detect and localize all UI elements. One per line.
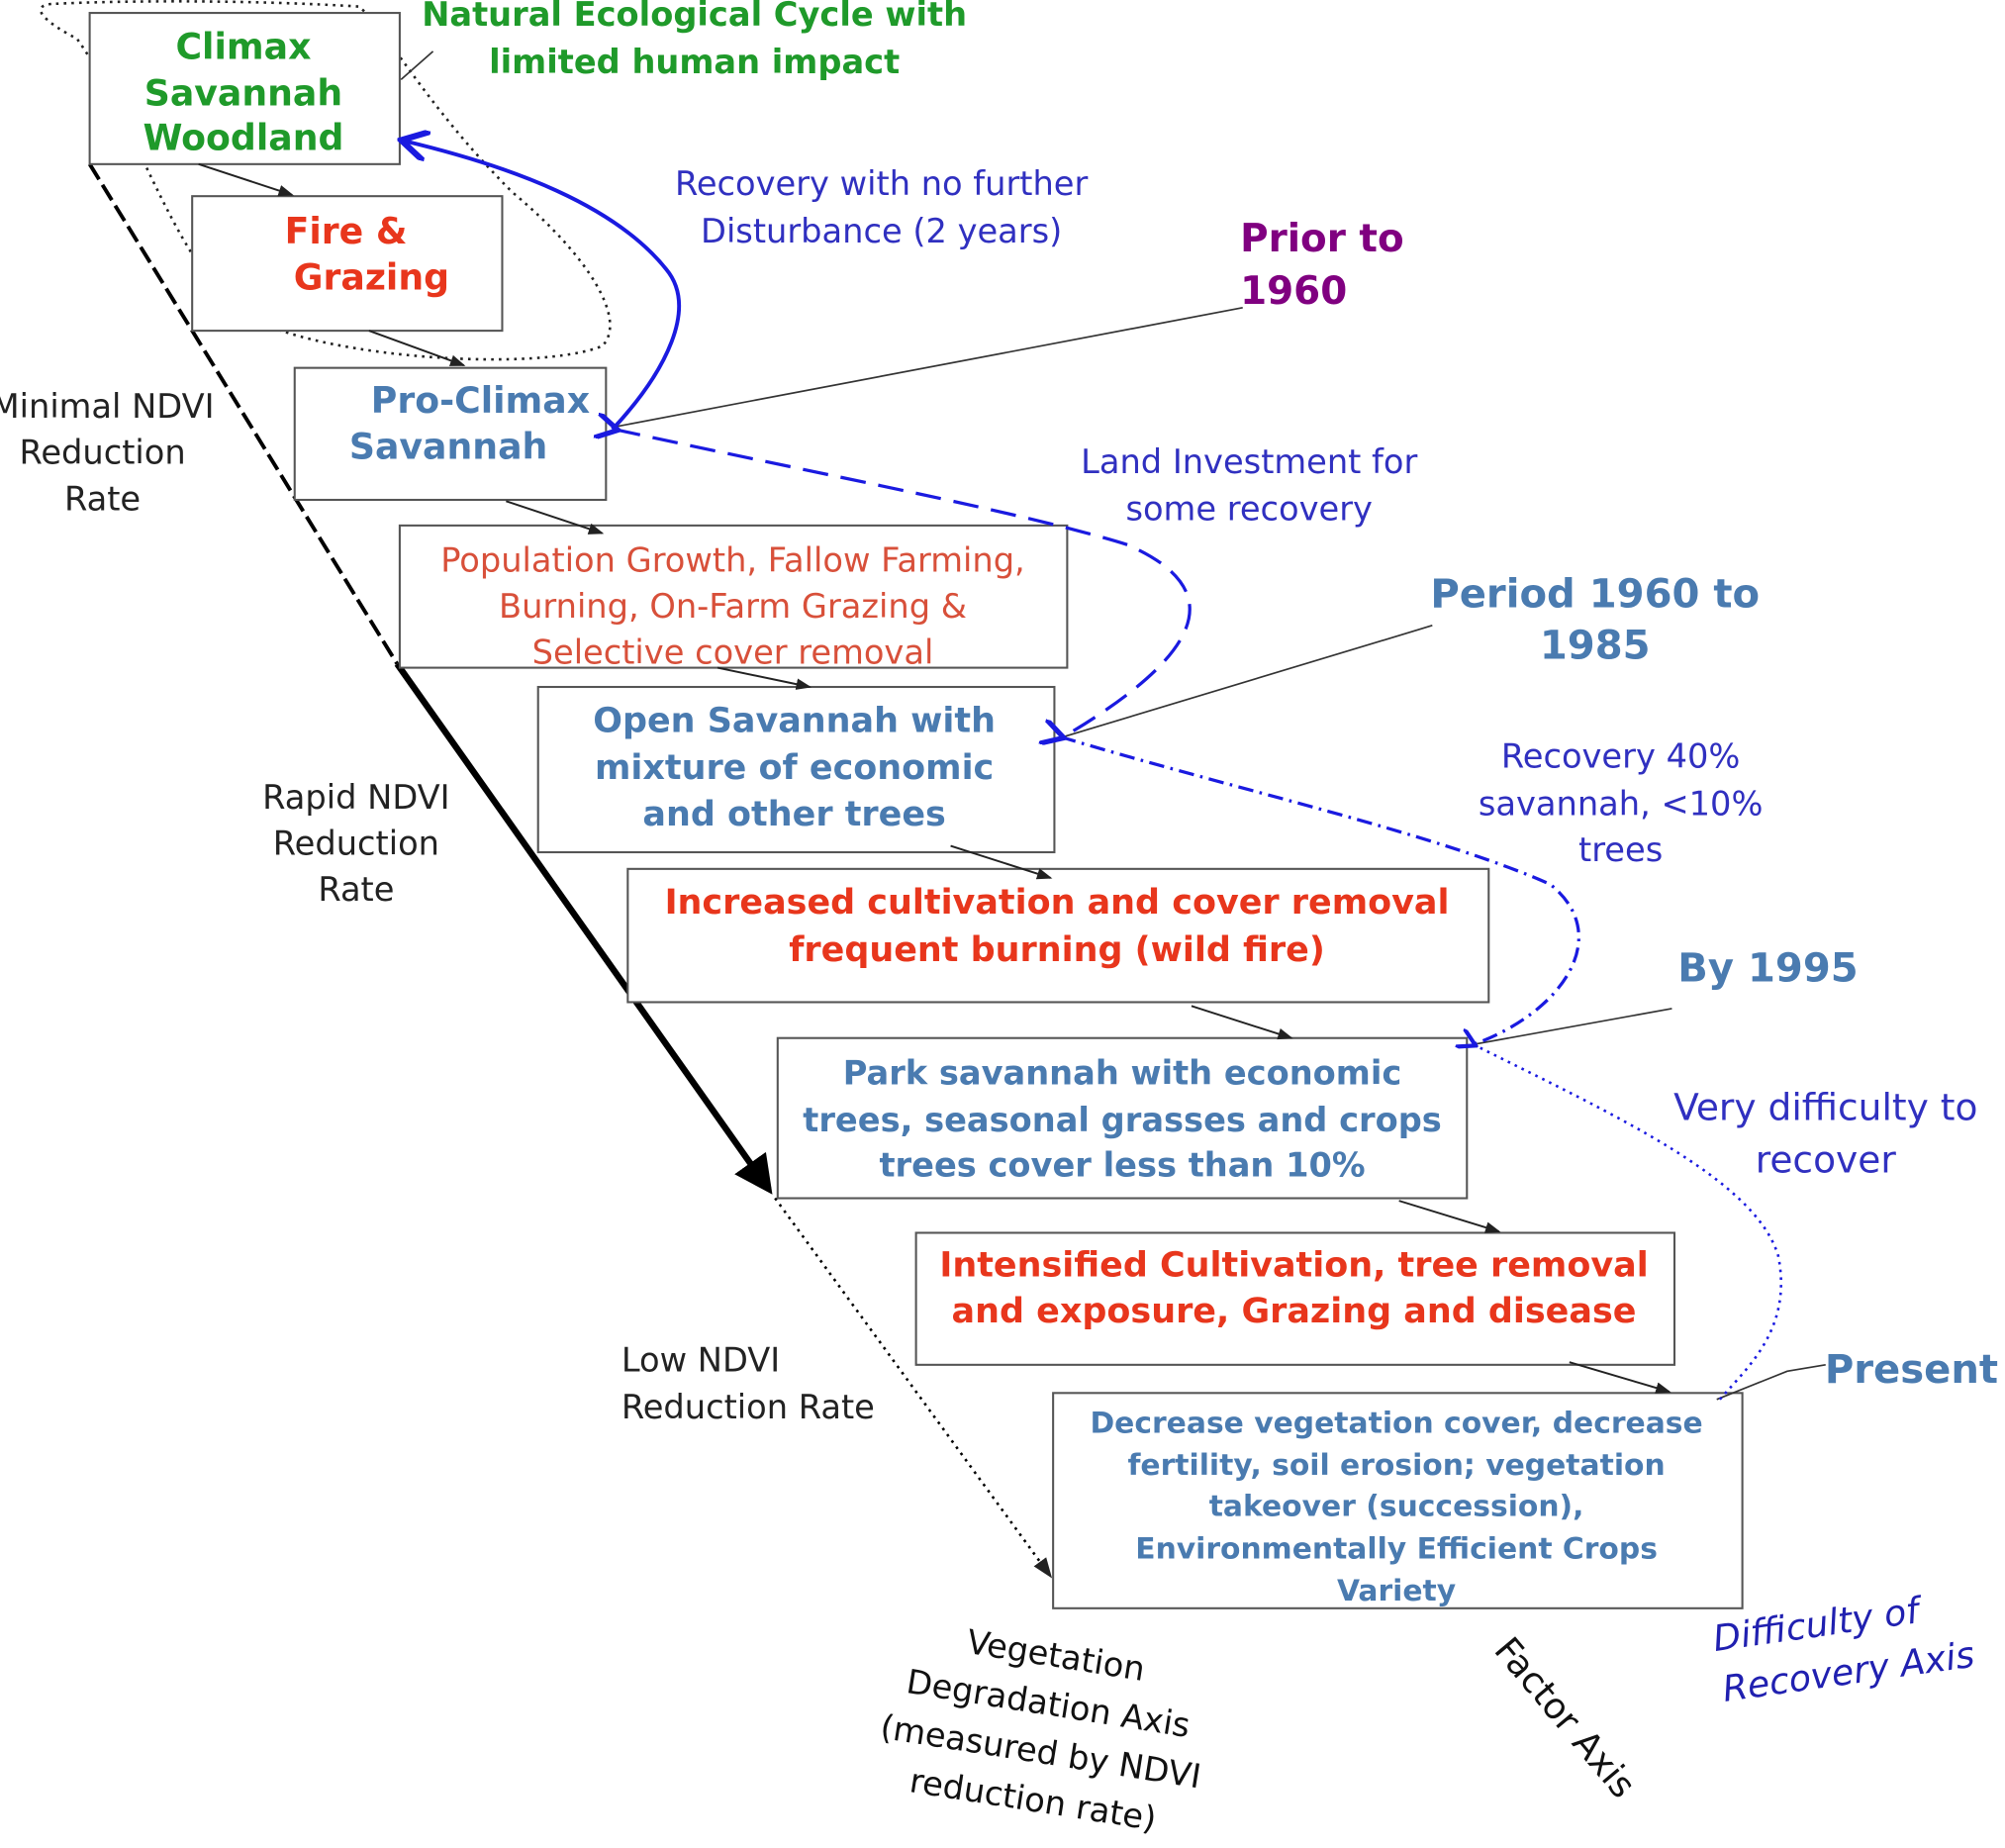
land-investment-label: some recovery (1125, 490, 1372, 529)
stage-text: Intensified Cultivation, tree removal (939, 1246, 1648, 1286)
stage-text: Grazing (294, 256, 449, 299)
by-1995-label: By 1995 (1677, 946, 1858, 992)
stage-text: mixture of economic (595, 748, 994, 788)
recovery-40-label: trees (1578, 830, 1663, 869)
factor-axis-label: Factor Axis (1486, 1629, 1645, 1806)
prior-1960-label: Prior to (1240, 217, 1404, 261)
stage-text: Variety (1337, 1574, 1456, 1608)
stage-text: Savannah (349, 426, 547, 468)
stage-box-population (398, 524, 1069, 669)
stage-text: frequent burning (wild fire) (789, 930, 1325, 970)
stage-text: Park savannah with economic (843, 1053, 1402, 1092)
period-label: 1985 (1540, 624, 1651, 669)
stage-text: Climax (175, 26, 311, 68)
stage-box-park-savannah (776, 1036, 1469, 1200)
minimal-ndvi-label: Rate (64, 479, 141, 518)
stage-box-increased-cultivation (626, 867, 1490, 1004)
stage-text: trees cover less than 10% (879, 1146, 1365, 1185)
stage-text: Pro-Climax (371, 379, 590, 422)
land-investment-label: Land Investment for (1081, 442, 1417, 481)
recovery-arrow-solid (405, 142, 682, 432)
recovery-40-label: savannah, <10% (1479, 784, 1764, 823)
stage-text: and other trees (642, 795, 945, 834)
stage-text: Woodland (143, 117, 343, 159)
low-ndvi-label: Low NDVI (621, 1340, 780, 1379)
stage-text: Selective cover removal (532, 633, 934, 672)
stage-text: Population Growth, Fallow Farming, (440, 540, 1025, 579)
low-rate-axis (774, 1197, 1053, 1579)
present-label: Present (1825, 1347, 1998, 1393)
pointer-lines (400, 50, 1826, 1401)
natural-cycle-label: Natural Ecological Cycle with (422, 0, 967, 34)
stage-text: and exposure, Grazing and disease (952, 1292, 1637, 1331)
minimal-ndvi-label: Reduction (19, 434, 185, 472)
period-label: Period 1960 to (1430, 572, 1760, 618)
rapid-ndvi-label: Reduction (273, 825, 439, 863)
rapid-ndvi-label: Rapid NDVI (262, 778, 449, 817)
recovery-40-label: Recovery 40% (1501, 737, 1740, 776)
stage-text: Open Savannah with (593, 701, 996, 740)
recovery-no-disturbance-label: Disturbance (2 years) (701, 212, 1062, 250)
stage-text: Environmentally Efficient Crops (1135, 1531, 1658, 1566)
recovery-arrow-dashdot (1061, 736, 1580, 1046)
stage-box-decrease (1052, 1392, 1744, 1609)
rapid-rate-axis (394, 661, 773, 1195)
stage-text: fertility, soil erosion; vegetation (1127, 1448, 1665, 1483)
rapid-ndvi-label: Rate (318, 870, 394, 909)
stage-text: Savannah (144, 71, 342, 114)
stage-text: takeover (succession), (1209, 1490, 1584, 1524)
stage-text: trees, seasonal grasses and crops (803, 1101, 1442, 1139)
stage-connectors (198, 162, 1671, 1394)
very-difficult-label: Very difficulty to (1673, 1086, 1977, 1129)
stage-box-pro-climax (293, 366, 608, 502)
recovery-no-disturbance-label: Recovery with no further (675, 164, 1089, 203)
minimal-ndvi-label: Minimal NDVI (0, 387, 215, 426)
recovery-arrow-dashed (615, 430, 1192, 738)
stage-box-fire-grazing (191, 195, 504, 333)
low-ndvi-label: Reduction Rate (621, 1388, 875, 1426)
recovery-arrow-dotted (1474, 1044, 1782, 1405)
very-difficult-label: recover (1756, 1138, 1897, 1182)
stage-box-intensified (914, 1231, 1676, 1366)
stage-text: Fire & (285, 210, 408, 252)
stage-box-open-savannah (536, 685, 1056, 854)
minimal-rate-axis (87, 162, 399, 665)
stage-box-climax (88, 12, 401, 165)
stage-text: Decrease vegetation cover, decrease (1090, 1406, 1702, 1440)
prior-1960-label: 1960 (1240, 269, 1347, 314)
stage-text: Increased cultivation and cover removal (665, 883, 1450, 923)
natural-cycle-label: limited human impact (489, 43, 900, 81)
stage-text: Burning, On-Farm Grazing & (499, 587, 967, 626)
